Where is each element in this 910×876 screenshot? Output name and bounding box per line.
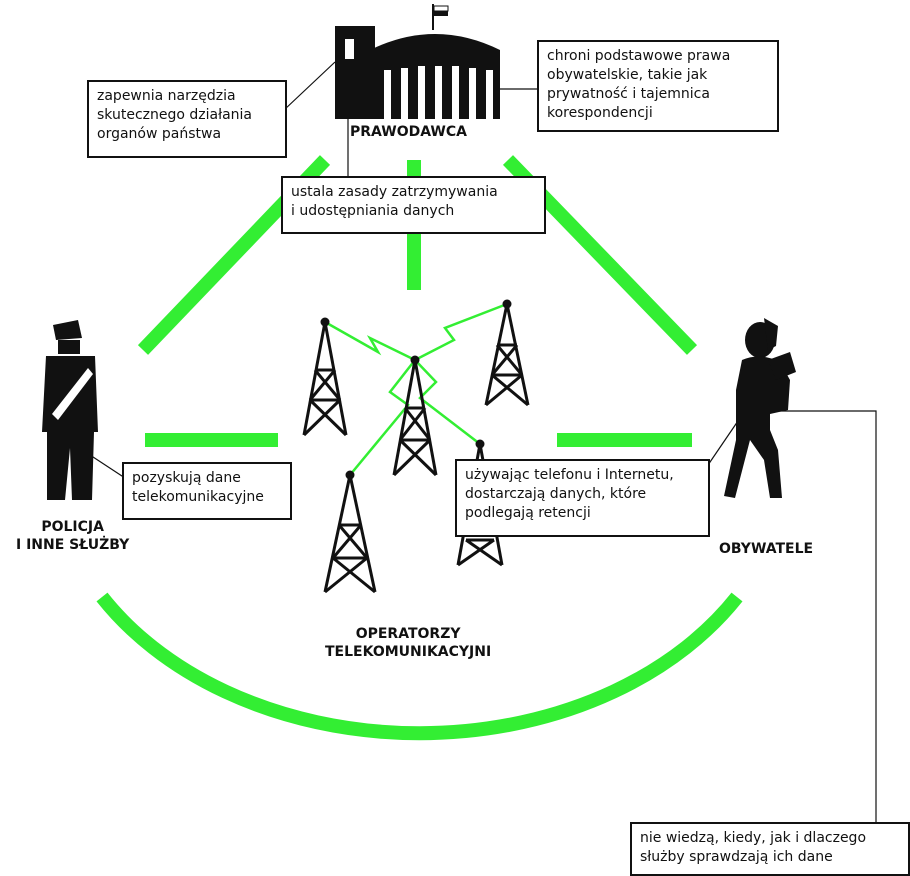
legislator-label: PRAWODAWCA [350,124,467,140]
note-using: używając telefonu i Internetu, dostarcza… [455,459,710,537]
operators-label-line1: OPERATORZY [355,626,461,642]
tower-d [323,474,377,594]
note-obtain: pozyskują dane telekomunikacyjne [122,462,292,520]
tower-tips [320,299,512,480]
parliament-icon [335,4,500,119]
tower-c [484,303,530,407]
arc-police-citizens [96,592,743,741]
operators-label: OPERATORZY TELEKOMUNIKACYJNI [325,625,491,661]
note-rights: chroni podstawowe prawa obywatelskie, ta… [537,40,779,132]
note-unaware: nie wiedzą, kiedy, jak i dlaczego służby… [630,822,910,876]
note-tools: zapewnia narzędzia skutecznego działania… [87,80,287,158]
radio-tower-icon [302,303,530,594]
note-rules: ustala zasady zatrzymywania i udostępnia… [281,176,546,234]
connector-lines [89,61,877,823]
police-label-line1: POLICJA [41,519,104,535]
police-officer-icon [42,320,98,500]
tower-b [392,359,438,477]
citizen-on-phone-icon [724,318,796,498]
citizens-label: OBYWATELE [719,541,814,557]
police-label-line2: I INNE SŁUŻBY [16,537,130,553]
tower-a [302,321,348,437]
operators-label-line2: TELEKOMUNIKACYJNI [325,644,492,660]
signal-links [324,302,508,476]
police-label: POLICJA I INNE SŁUŻBY [16,518,129,554]
